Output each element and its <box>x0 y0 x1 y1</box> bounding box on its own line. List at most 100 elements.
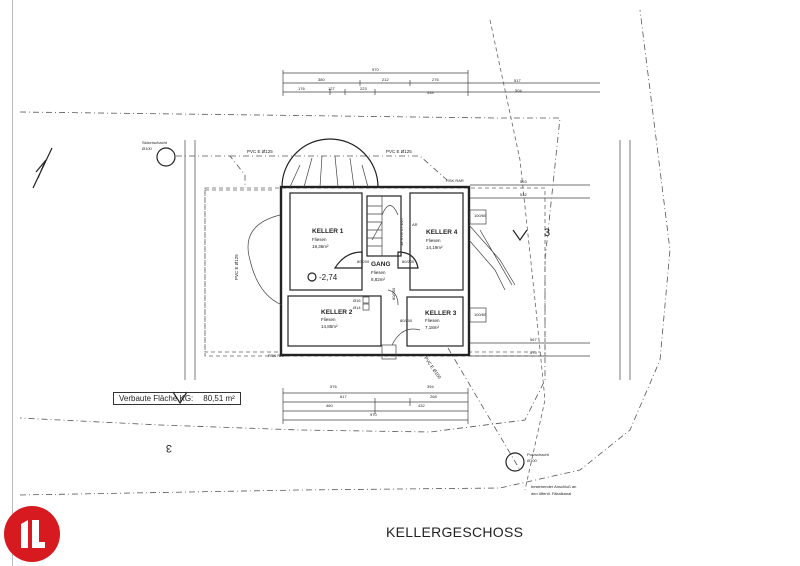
footprint-outline <box>204 189 540 353</box>
room-keller-1 <box>289 192 363 291</box>
ramp <box>468 224 516 291</box>
door-k1: 80/200 <box>357 259 370 264</box>
chimney-2 <box>362 303 370 311</box>
page-edge <box>12 0 13 566</box>
rsk-rar-top: RSK RAR <box>446 178 464 183</box>
sewer-line <box>176 155 521 471</box>
drawing-title: KELLERGESCHOSS <box>386 524 524 540</box>
terrace-rays <box>289 155 369 188</box>
svg-text:617: 617 <box>340 394 347 399</box>
svg-text:14,85m²: 14,85m² <box>321 324 338 329</box>
room-keller-2 <box>287 295 382 347</box>
company-logo <box>4 506 60 562</box>
left-bay <box>247 214 283 306</box>
cleaning-shaft-icon <box>505 452 525 472</box>
svg-text:KELLER 4: KELLER 4 <box>426 229 458 236</box>
svg-text:Fliesen: Fliesen <box>371 270 386 275</box>
svg-text:268: 268 <box>430 394 437 399</box>
door-k3: 80/200 <box>400 318 413 323</box>
svg-text:394: 394 <box>427 384 434 389</box>
svg-text:176: 176 <box>298 86 305 91</box>
level-mark: -2,74 <box>319 273 338 282</box>
svg-text:434: 434 <box>427 90 434 95</box>
svg-text:Fliesen: Fliesen <box>321 317 336 322</box>
svg-text:504: 504 <box>515 88 522 93</box>
svg-text:576: 576 <box>330 384 337 389</box>
clean-shaft-label: Putzschacht <box>527 452 550 457</box>
svg-text:380: 380 <box>318 77 325 82</box>
svg-text:563: 563 <box>520 179 527 184</box>
dimension-lines-top <box>184 70 631 424</box>
north-arrow-icon <box>32 147 53 189</box>
svg-text:567: 567 <box>530 337 537 342</box>
svg-text:Fliesen: Fliesen <box>425 318 440 323</box>
svg-text:532: 532 <box>520 192 527 197</box>
pvc-label-2: PVC E Ø125 <box>386 149 412 154</box>
svg-text:Fliesen: Fliesen <box>312 237 327 242</box>
svg-text:970: 970 <box>370 412 377 417</box>
svg-text:276: 276 <box>432 77 439 82</box>
built-area-value: 80,51 m² <box>203 394 235 403</box>
ar-label: AR <box>412 222 418 227</box>
room-label-keller-4: KELLER 4 Fliesen 14,19m² <box>426 229 458 250</box>
clean-shaft-dia: Ø100 <box>527 458 538 463</box>
stair-treads <box>367 205 383 247</box>
property-boundary-outer <box>19 9 671 496</box>
chimney-1-label: Ø16 <box>353 298 361 303</box>
svg-text:970: 970 <box>372 67 379 72</box>
seepage-shaft-icon <box>156 147 176 167</box>
connection-note-2: den öffentl. Fäkalkanal <box>531 491 571 496</box>
stairs-label: 18 STG 17,1/27 <box>399 217 404 246</box>
svg-text:KELLER 2: KELLER 2 <box>321 309 353 316</box>
plot-line <box>489 19 546 491</box>
svg-text:575: 575 <box>530 350 537 355</box>
svg-text:19,36m²: 19,36m² <box>312 244 329 249</box>
rsk-rar-bottom: RSK RAR <box>268 353 286 358</box>
built-area-label: Verbaute Fläche KG: <box>119 394 194 403</box>
gang-alcoves <box>333 251 419 269</box>
bottom-entry <box>381 344 397 360</box>
logo-il-icon <box>21 520 45 548</box>
window-k3-label: 100/60 <box>474 312 487 317</box>
room-label-gang: GANG Fliesen 8,82m² <box>371 261 391 282</box>
svg-text:212: 212 <box>382 77 389 82</box>
svg-text:14,19m²: 14,19m² <box>426 245 443 250</box>
pvc-label-1: PVC E Ø125 <box>247 149 273 154</box>
room-keller-4 <box>409 192 464 291</box>
svg-text:460: 460 <box>326 403 333 408</box>
svg-text:KELLER 3: KELLER 3 <box>425 310 457 317</box>
terrace-semicircle <box>281 138 379 188</box>
svg-text:127: 127 <box>328 86 335 91</box>
chimney-2-label: Ø14 <box>353 305 361 310</box>
svg-text:223: 223 <box>360 86 367 91</box>
svg-text:KELLER 1: KELLER 1 <box>312 228 344 235</box>
level-mark-icon <box>307 272 317 282</box>
property-boundary <box>19 111 561 433</box>
chimney-1 <box>362 296 370 304</box>
room-label-keller-1: KELLER 1 Fliesen 19,36m² <box>312 228 344 249</box>
seepage-shaft-dia: Ø100 <box>142 146 153 151</box>
section-mark-left: 3 <box>166 442 172 454</box>
svg-text:432: 432 <box>418 403 425 408</box>
connection-note-1: bestehender Anschluß an <box>531 484 576 489</box>
section-mark-right: 3 <box>544 227 550 239</box>
room-keller-3 <box>406 296 464 347</box>
window-keller-3 <box>469 307 487 323</box>
svg-text:GANG: GANG <box>371 261 391 268</box>
building-outer-wall <box>279 185 471 357</box>
svg-text:8,82m²: 8,82m² <box>371 277 386 282</box>
door-k4: 80/200 <box>402 259 415 264</box>
staircase <box>366 195 402 257</box>
svg-text:517: 517 <box>514 78 521 83</box>
pvc-label-vertical: PVC E Ø125 <box>234 254 239 280</box>
door-swings <box>387 289 421 346</box>
pvc-label-diagonal: PVC E Ø150 <box>423 356 442 380</box>
stair-arc <box>381 196 399 256</box>
section-marker-icon <box>172 229 528 405</box>
seepage-shaft-label: Sickerschacht <box>142 140 168 145</box>
door-gang: 80/200 <box>391 287 396 300</box>
dimension-text-top: 970 380 212 276 517 176 127 223 434 504 … <box>298 67 537 417</box>
built-area-box: Verbaute Fläche KG: 80,51 m² <box>113 392 241 405</box>
window-keller-4 <box>469 209 487 225</box>
